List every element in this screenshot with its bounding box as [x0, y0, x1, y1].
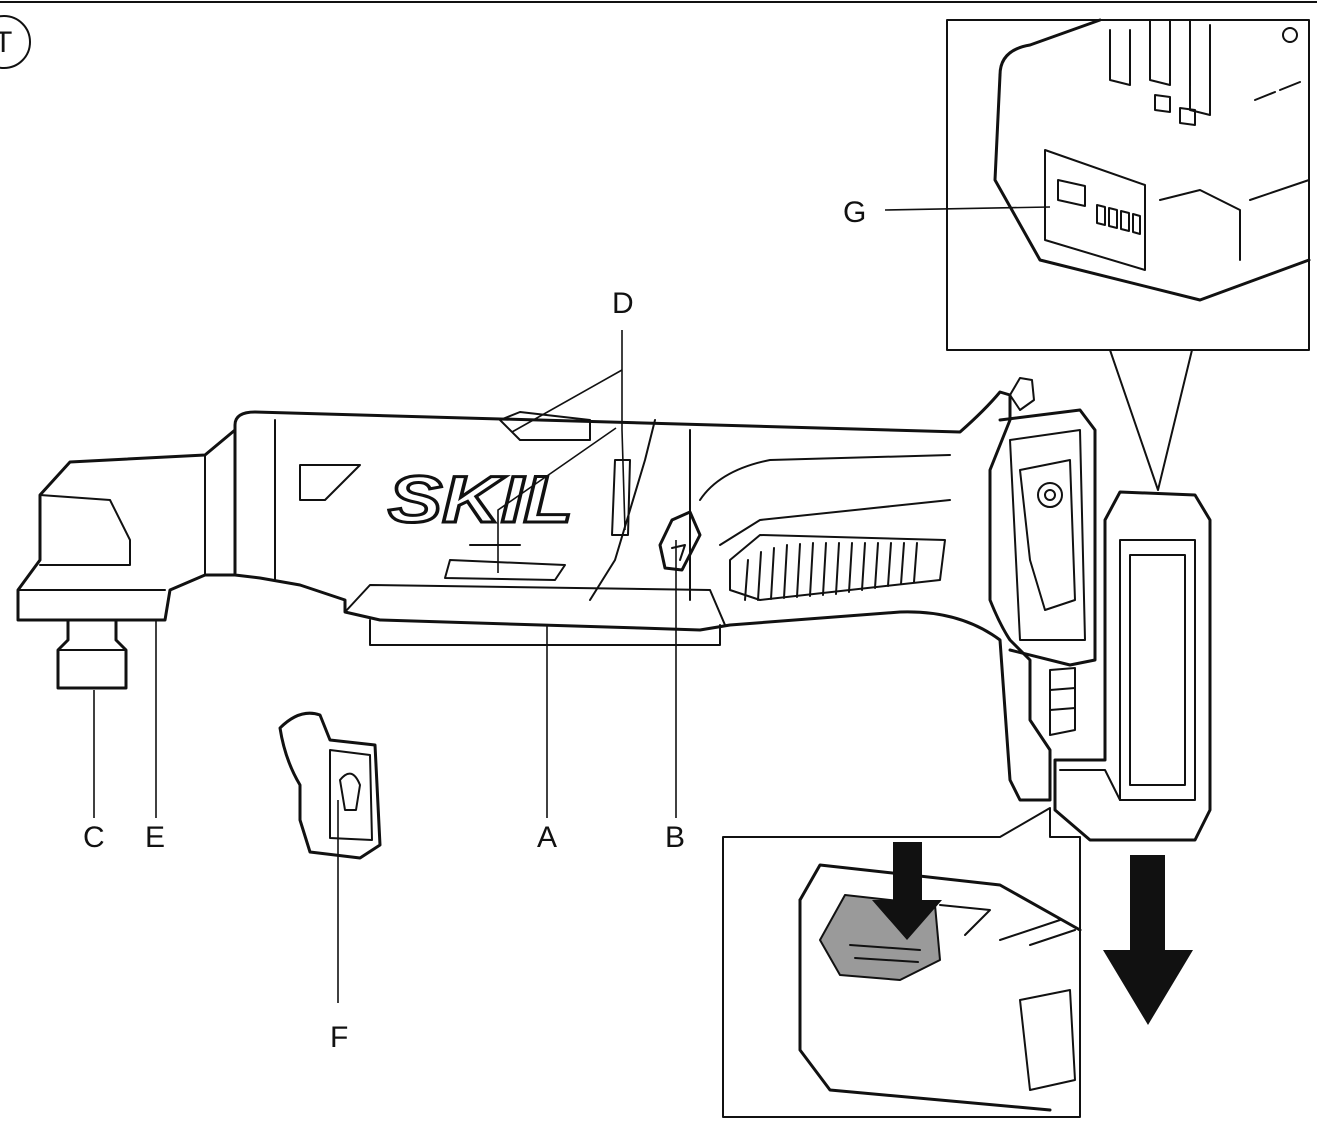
battery-pack: [1053, 490, 1212, 842]
on-off-switch: [658, 510, 702, 572]
figure-badge-text: T: [0, 26, 12, 59]
label-a: A: [537, 821, 557, 854]
label-g: G: [843, 196, 866, 229]
label-f: F: [330, 1021, 348, 1054]
label-b: B: [665, 821, 685, 854]
leader-lines: [93, 206, 1051, 1003]
inset-battery-release: [722, 807, 1082, 1118]
label-c: C: [83, 821, 105, 854]
label-d: D: [612, 287, 634, 320]
inset-battery-indicator: [946, 18, 1311, 351]
brand-logo: SKIL: [388, 462, 573, 536]
inset-g-pointer: [1109, 349, 1193, 491]
release-arrow: [1103, 855, 1193, 1025]
label-e: E: [145, 821, 165, 854]
multi-tool-body: SKIL: [16, 377, 1097, 802]
grip-ribs: [744, 542, 918, 601]
figure-badge: T: [0, 15, 31, 69]
wall-hanger-f: [278, 711, 382, 860]
